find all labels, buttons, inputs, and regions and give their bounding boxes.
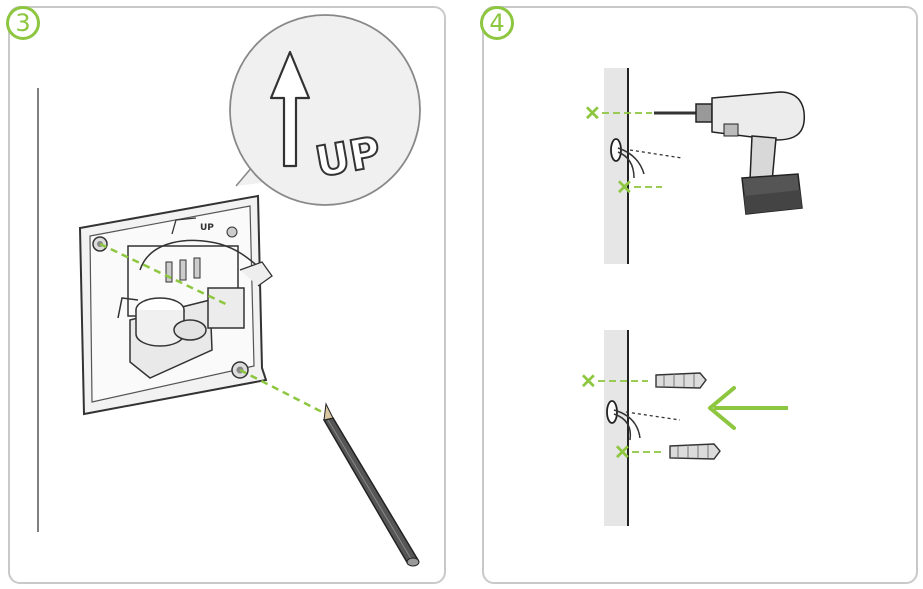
wall-section-top bbox=[604, 68, 683, 264]
marking-guide-line bbox=[239, 368, 327, 416]
drill-icon bbox=[654, 91, 806, 215]
step-4-panel bbox=[482, 6, 918, 584]
up-callout: UP bbox=[229, 14, 421, 206]
drill-mark-bottom: ✕ bbox=[616, 177, 633, 199]
step-3-badge: 3 bbox=[6, 6, 40, 40]
alignment-guide-line bbox=[99, 242, 231, 308]
step-4-badge: 4 bbox=[480, 6, 514, 40]
pencil-icon bbox=[322, 402, 420, 567]
wall-anchor-top bbox=[655, 372, 707, 389]
wall-section-bottom bbox=[604, 330, 681, 526]
drill-mark-top: ✕ bbox=[584, 103, 601, 125]
wall-anchor-bottom bbox=[669, 443, 721, 460]
anchor-mark-bottom: ✕ bbox=[614, 442, 631, 464]
insert-arrow-icon bbox=[708, 386, 788, 430]
backplate-up-label: UP bbox=[200, 223, 214, 233]
thermostat-backplate: UP bbox=[78, 194, 273, 416]
up-arrow-icon bbox=[269, 50, 311, 168]
anchor-mark-top: ✕ bbox=[580, 371, 597, 393]
